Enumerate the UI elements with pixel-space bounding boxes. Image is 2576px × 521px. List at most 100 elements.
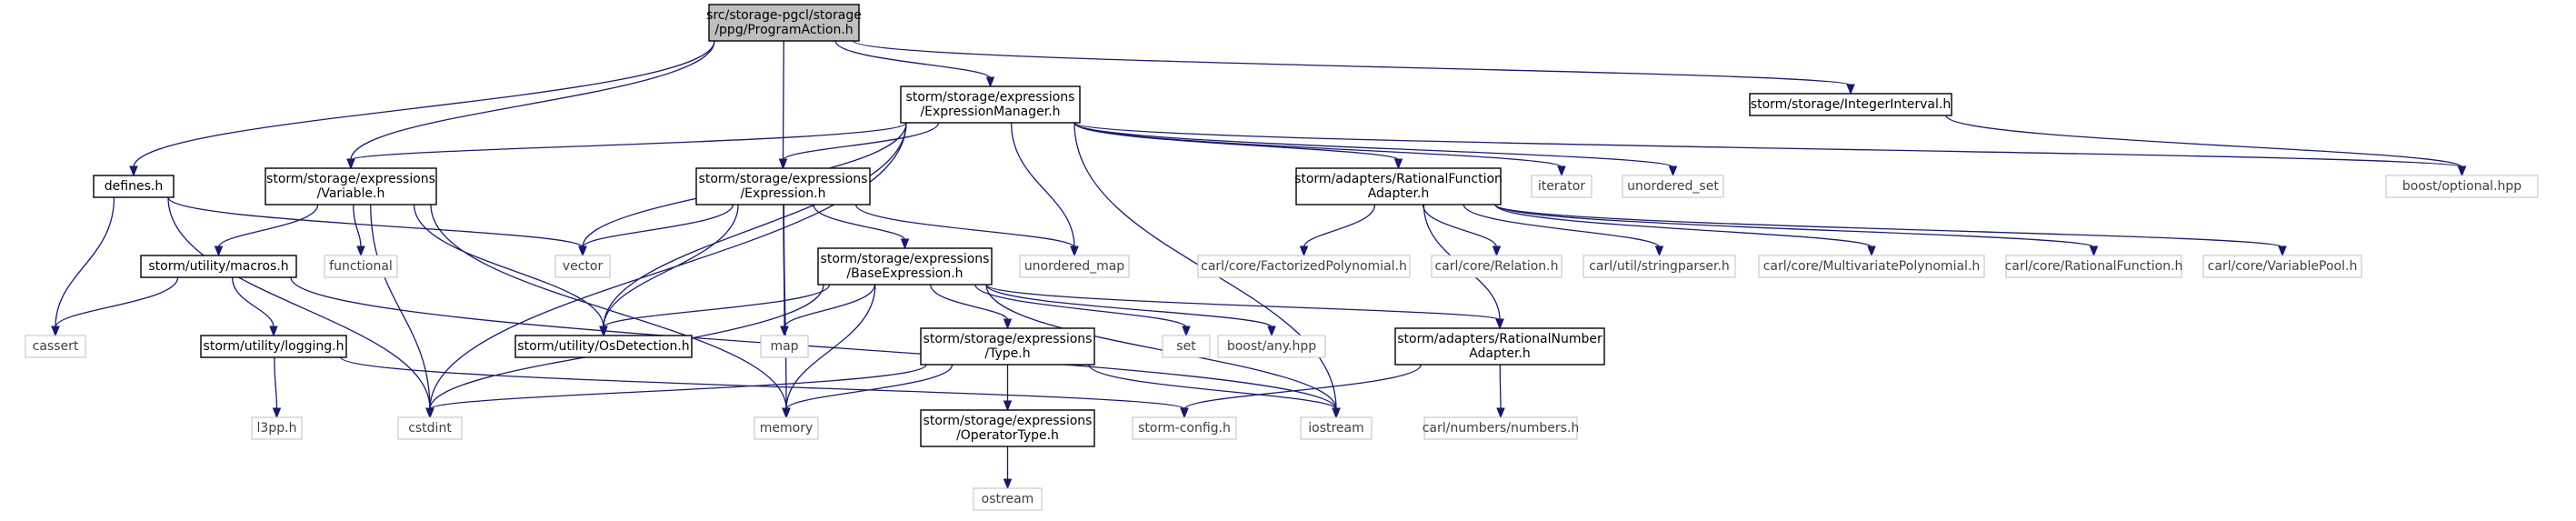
node-expression[interactable]: storm/storage/expressions/Expression.h	[695, 167, 871, 205]
node-box	[514, 335, 693, 358]
arrowhead	[1299, 245, 1309, 257]
arrowhead	[51, 326, 60, 337]
node-box	[554, 255, 611, 278]
node-label: vector	[563, 259, 604, 274]
edge-exprman-to-cstdint	[429, 122, 907, 410]
node-label: memory	[760, 421, 814, 436]
edge-rfadapter-to-relation	[1422, 204, 1498, 248]
node-label: carl/util/stringparser.h	[1589, 259, 1730, 274]
node-label: iostream	[1308, 421, 1364, 436]
edge-baseexpr-to-memory	[785, 284, 876, 410]
node-label: carl/core/MultivariatePolynomial.h	[1763, 259, 1981, 274]
arrowhead	[1182, 326, 1191, 337]
node-box	[251, 416, 303, 440]
arrowhead	[346, 158, 355, 170]
node-label: /Variable.h	[317, 186, 385, 201]
arrowhead	[1668, 165, 1678, 177]
node-label: unordered_map	[1024, 259, 1124, 274]
arrowhead	[1003, 318, 1013, 330]
node-label: Adapter.h	[1368, 186, 1430, 201]
node-label: storm/storage/expressions	[266, 172, 435, 186]
node-intinterval[interactable]: storm/storage/IntegerInterval.h	[1749, 93, 1952, 116]
node-box	[1583, 255, 1736, 278]
edge-baseexpr-to-iostream	[985, 284, 1337, 410]
arrowhead	[780, 326, 789, 337]
edge-defines-to-cstdint	[167, 196, 431, 410]
edge-exprman-to-unordered_map	[1010, 122, 1075, 248]
edge-exprman-to-expression	[782, 122, 940, 161]
node-optional: boost/optional.hpp	[2385, 175, 2539, 198]
node-exprman[interactable]: storm/storage/expressions/ExpressionMana…	[900, 85, 1081, 124]
node-label: storm/storage/expressions	[821, 252, 990, 266]
node-label: defines.h	[105, 179, 163, 194]
node-label: src/storage-pgcl/storage	[706, 8, 862, 23]
node-box	[760, 335, 809, 358]
node-boostany: boost/any.hpp	[1217, 335, 1326, 358]
node-defines[interactable]: defines.h	[93, 175, 175, 198]
edge-macros-to-cassert	[55, 276, 179, 328]
node-label: storm/storage/IntegerInterval.h	[1751, 97, 1951, 112]
edge-exprman-to-variable	[350, 122, 907, 161]
arrowhead	[782, 407, 791, 419]
node-l3pp: l3pp.h	[251, 416, 303, 440]
edge-expression-to-unordered_map	[854, 204, 1075, 248]
arrowhead	[599, 326, 608, 337]
arrowhead	[269, 326, 278, 337]
node-box	[1019, 255, 1130, 278]
node-stormconfig: storm-config.h	[1132, 416, 1237, 440]
node-stringparser: carl/util/stringparser.h	[1583, 255, 1736, 278]
node-label: /Type.h	[984, 346, 1030, 361]
node-box	[754, 416, 819, 440]
node-osdetect[interactable]: storm/utility/OsDetection.h	[514, 335, 693, 358]
node-label: cassert	[33, 339, 79, 354]
node-label: /ExpressionManager.h	[920, 105, 1060, 119]
arrowhead	[1846, 84, 1855, 95]
arrowhead	[356, 245, 365, 257]
node-box	[695, 167, 871, 205]
edge-exprman-to-osdetect	[603, 122, 907, 328]
node-label: boost/optional.hpp	[2402, 179, 2521, 194]
node-unordered_set: unordered_set	[1622, 175, 1724, 198]
node-label: /ppg/ProgramAction.h	[714, 23, 853, 37]
edge-type-to-memory	[785, 364, 954, 410]
node-label: ostream	[982, 492, 1034, 506]
node-label: /Expression.h	[740, 186, 825, 201]
edge-variable-to-functional	[353, 204, 362, 248]
edge-logging-to-stormconfig	[340, 356, 1185, 410]
node-baseexpr[interactable]: storm/storage/expressions/BaseExpression…	[817, 247, 993, 286]
edge-root-to-intinterval	[853, 40, 1852, 86]
node-label: /BaseExpression.h	[846, 266, 963, 281]
node-box	[93, 175, 175, 198]
node-box	[1217, 335, 1326, 358]
node-box	[324, 255, 398, 278]
node-ratfunc: carl/core/RationalFunction.h	[2005, 255, 2182, 278]
node-optype[interactable]: storm/storage/expressions/OperatorType.h	[920, 409, 1095, 447]
node-macros[interactable]: storm/utility/macros.h	[140, 255, 297, 278]
edge-macros-to-iostream	[290, 276, 1337, 410]
edge-defines-to-vector	[167, 196, 584, 248]
node-label: iterator	[1538, 179, 1585, 194]
edge-baseexpr-to-boostany	[985, 284, 1273, 328]
node-label: storm/utility/macros.h	[148, 259, 288, 274]
node-box	[1132, 416, 1237, 440]
node-label: storm/storage/expressions	[699, 172, 868, 186]
node-label: storm/storage/expressions	[924, 414, 1093, 428]
node-label: storm-config.h	[1138, 421, 1231, 436]
edge-rfadapter-to-multipoly	[1494, 204, 1872, 248]
edges-layer	[51, 40, 2467, 490]
node-box	[1295, 167, 1502, 205]
arrowhead	[1393, 158, 1403, 170]
node-box	[2005, 255, 2182, 278]
edge-root-to-exprman	[834, 40, 992, 79]
node-functional: functional	[324, 255, 398, 278]
node-relation: carl/core/Relation.h	[1431, 255, 1563, 278]
node-box	[1531, 175, 1593, 198]
node-map: map	[760, 335, 809, 358]
node-variable[interactable]: storm/storage/expressions/Variable.h	[265, 167, 437, 205]
node-type[interactable]: storm/storage/expressions/Type.h	[920, 327, 1095, 366]
arrowhead	[1003, 478, 1013, 490]
node-logging[interactable]: storm/utility/logging.h	[200, 335, 347, 358]
edge-type-to-cstdint	[429, 364, 927, 410]
